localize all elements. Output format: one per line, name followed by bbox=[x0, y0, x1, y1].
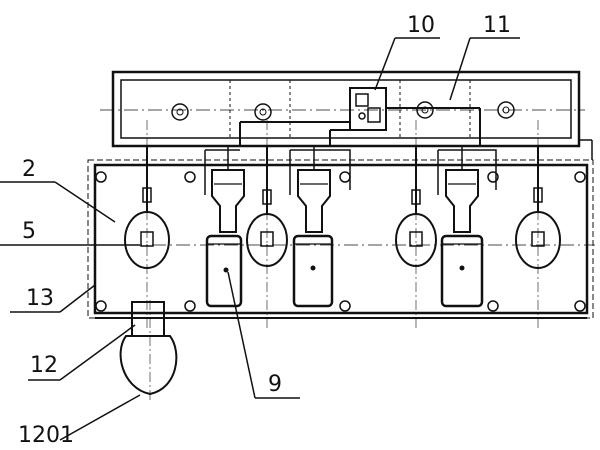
port-1 bbox=[124, 120, 170, 330]
label-5: 5 bbox=[22, 219, 36, 244]
leader-lines bbox=[0, 37, 520, 441]
top-box bbox=[100, 70, 593, 160]
canister-2 bbox=[289, 146, 351, 308]
callout-labels: 10 11 2 5 13 12 9 1201 bbox=[18, 13, 511, 448]
canister-3 bbox=[437, 146, 497, 308]
label-9: 9 bbox=[268, 372, 282, 397]
label-1201: 1201 bbox=[18, 423, 74, 448]
label-13: 13 bbox=[26, 286, 54, 311]
port-4 bbox=[515, 120, 561, 330]
lower-frame bbox=[80, 159, 595, 319]
label-2: 2 bbox=[22, 157, 36, 182]
canister-assemblies bbox=[204, 146, 497, 308]
bottom-bulb bbox=[119, 300, 178, 400]
port-2 bbox=[246, 120, 288, 330]
label-10: 10 bbox=[407, 13, 435, 38]
canister-1 bbox=[204, 146, 245, 308]
round-ports bbox=[124, 120, 561, 330]
port-3 bbox=[395, 120, 437, 330]
label-11: 11 bbox=[483, 13, 511, 38]
label-12: 12 bbox=[30, 353, 58, 378]
